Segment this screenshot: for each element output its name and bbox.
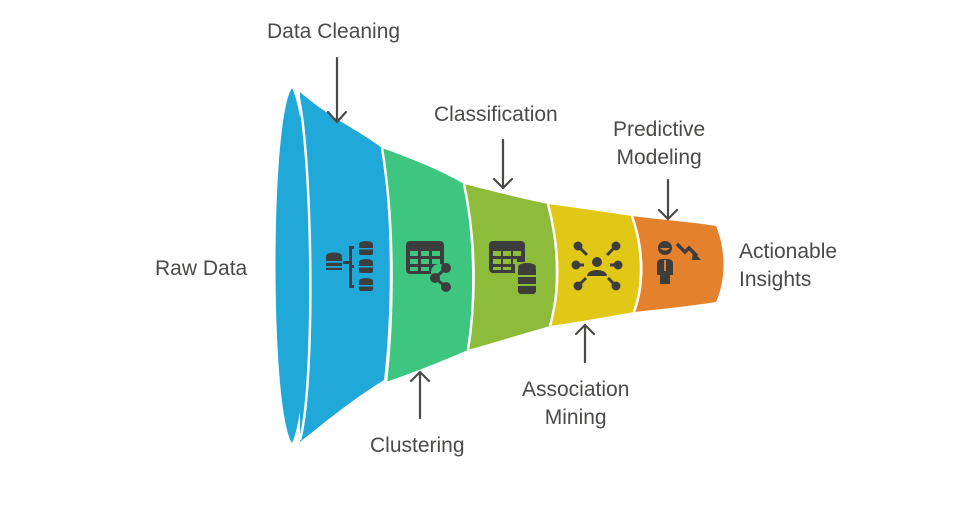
stage-label-line: Mining xyxy=(544,406,607,429)
arrow-up-clustering xyxy=(409,370,431,420)
mouth-rim xyxy=(296,94,312,441)
stage-label-line: Predictive xyxy=(613,118,706,141)
output-label-line: Actionable xyxy=(739,240,838,263)
arrow-down-data-cleaning xyxy=(326,56,348,124)
label-actionable-insights: Actionable Insights xyxy=(739,238,837,294)
arrow-up-association-mining xyxy=(574,323,596,364)
network-person-icon xyxy=(571,241,623,291)
stage-data-cleaning xyxy=(275,88,390,443)
stage-label-line: Modeling xyxy=(616,146,702,169)
arrow-down-classification xyxy=(492,138,514,190)
label-data-cleaning: Data Cleaning xyxy=(267,18,400,46)
segment-separators xyxy=(380,147,643,383)
stage-label-text: Data Cleaning xyxy=(267,20,401,43)
table-database-icon xyxy=(489,241,537,296)
person-trend-icon xyxy=(657,241,701,284)
stage-segment xyxy=(300,92,390,442)
raw-data-text: Raw Data xyxy=(155,257,248,280)
label-classification: Classification xyxy=(434,101,558,129)
separator-line xyxy=(462,183,475,351)
stage-label-line: Association xyxy=(522,378,630,401)
table-share-icon xyxy=(406,241,451,292)
output-label-line: Insights xyxy=(739,268,812,291)
stage-label-text: Clustering xyxy=(370,434,465,457)
label-predictive-modeling: Predictive Modeling xyxy=(613,116,705,172)
separator-line xyxy=(380,147,393,383)
stage-segment xyxy=(632,216,724,312)
arrow-down-predictive-modeling xyxy=(657,178,679,221)
separator-line xyxy=(630,215,643,313)
database-split-icon xyxy=(326,241,373,291)
label-association-mining: Association Mining xyxy=(522,376,629,432)
callout-arrows xyxy=(326,56,679,420)
separator-line xyxy=(546,203,559,327)
funnel-mouth xyxy=(275,88,310,443)
label-raw-data: Raw Data xyxy=(155,255,247,283)
stage-predictive-modeling xyxy=(632,216,724,312)
label-clustering: Clustering xyxy=(370,432,465,460)
stage-label-text: Classification xyxy=(434,103,558,126)
